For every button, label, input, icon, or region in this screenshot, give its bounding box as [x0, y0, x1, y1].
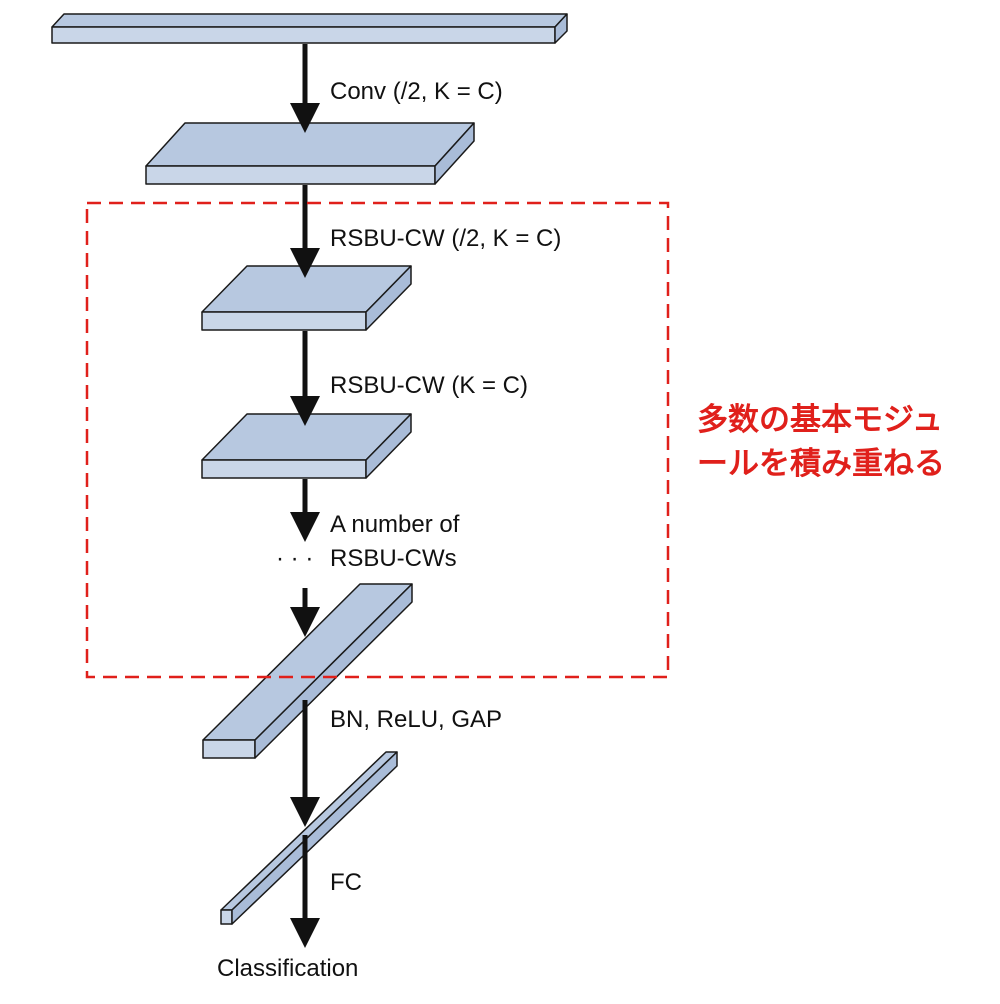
- deep-feature-layer-front: [202, 739, 256, 759]
- rsbu-output-layer-front: [201, 459, 367, 479]
- ellipsis-label: · · ·: [276, 545, 313, 572]
- annotation-line2: ールを積み重ねる: [697, 446, 945, 482]
- rsbu-down-output-layer-front: [201, 311, 367, 331]
- bn-relu-gap-label: BN, ReLU, GAP: [330, 706, 502, 733]
- fc-label: FC: [330, 869, 362, 896]
- input-layer-front: [51, 26, 556, 44]
- conv-output-layer-side: [434, 122, 475, 185]
- deep-feature-layer-side: [254, 583, 413, 759]
- annotation-line1: 多数の基本モジュ: [697, 402, 943, 438]
- fc-layer-top: [220, 751, 398, 911]
- classification-label: Classification: [217, 955, 358, 982]
- fc-layer-side: [231, 751, 398, 925]
- rsbu-label: RSBU-CW (K = C): [330, 372, 528, 399]
- conv-output-layer-front: [145, 165, 436, 185]
- fc-layer-front: [220, 909, 233, 925]
- fc-layer: [220, 751, 398, 925]
- conv-label: Conv (/2, K = C): [330, 78, 503, 105]
- conv-output-layer: [145, 122, 475, 185]
- many-rsbu-label-line1: A number of: [330, 511, 460, 538]
- input-layer-side: [554, 13, 568, 44]
- rsbu-down-output-layer: [201, 265, 412, 331]
- input-layer-top: [51, 13, 568, 28]
- stacked-modules-group-box: [85, 201, 670, 679]
- rsbu-output-layer-side: [365, 413, 412, 479]
- input-layer: [51, 13, 568, 44]
- rsbu-output-layer: [201, 413, 412, 479]
- conv-output-layer-top: [145, 122, 475, 167]
- rsbu-down-output-layer-side: [365, 265, 412, 331]
- rsbu-down-label: RSBU-CW (/2, K = C): [330, 225, 561, 252]
- many-rsbu-label-line2: RSBU-CWs: [330, 545, 457, 572]
- deep-feature-layer: [202, 583, 413, 759]
